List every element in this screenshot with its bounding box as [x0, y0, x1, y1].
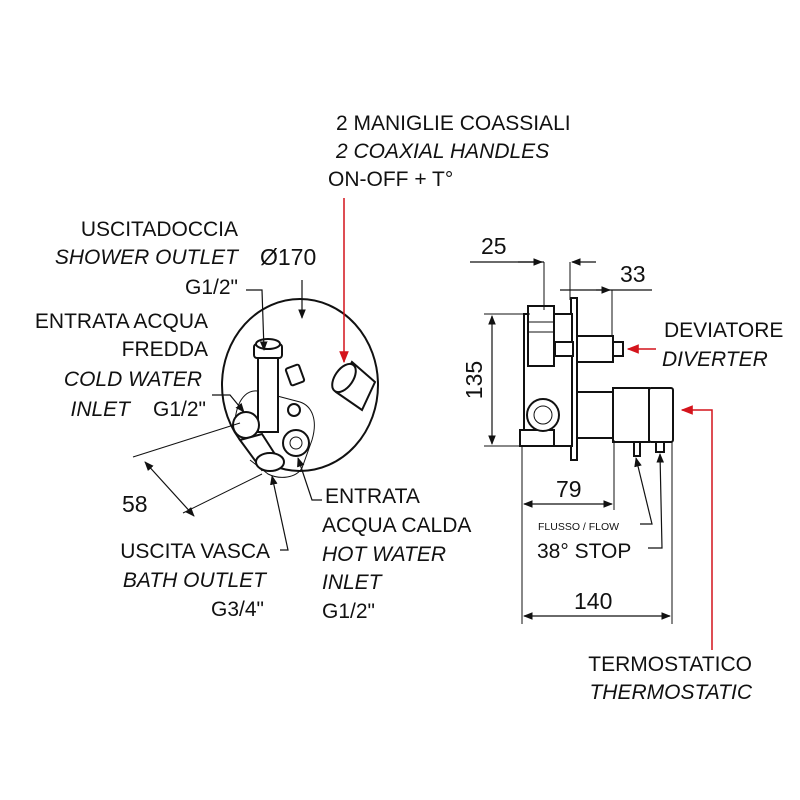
hot-inlet-size: G1/2"	[322, 600, 375, 623]
side-view	[519, 297, 674, 461]
dim-79: 79	[556, 476, 582, 502]
flow-label: FLUSSO / FLOW	[538, 521, 619, 533]
side-view-dimensions	[470, 258, 673, 624]
thermostatic-label-en: THERMOSTATIC	[589, 681, 752, 704]
thermostatic-handle-side	[576, 391, 614, 439]
diverter-stem	[576, 335, 614, 363]
side-outlet	[526, 398, 560, 432]
dim-58: 58	[122, 491, 148, 517]
diverter-label-en: DIVERTER	[662, 348, 768, 371]
stop-label: 38° STOP	[537, 540, 631, 563]
shower-outlet-label-it: USCITADOCCIA	[81, 218, 238, 241]
thermostatic-callout-arrow	[680, 405, 713, 650]
dim-135: 135	[461, 361, 487, 399]
front-view	[221, 298, 379, 478]
front-view-leaders	[132, 280, 322, 551]
cold-inlet-fitting	[232, 411, 260, 439]
shower-outlet-label-en: SHOWER OUTLET	[55, 246, 240, 269]
cold-inlet-label-en-2: INLET	[70, 398, 132, 421]
dim-33: 33	[620, 261, 646, 287]
bath-outlet-size: G3/4"	[211, 598, 264, 621]
handles-label-en: 2 COAXIAL HANDLES	[335, 140, 549, 163]
cold-inlet-label-it-2: FREDDA	[122, 338, 208, 361]
bath-outlet-fitting	[255, 452, 285, 472]
cold-inlet-label-en-1: COLD WATER	[64, 368, 202, 391]
dim-140: 140	[574, 588, 612, 614]
labels: 2 MANIGLIE COASSIALI 2 COAXIAL HANDLES O…	[35, 112, 784, 704]
hot-inlet-fitting	[282, 429, 310, 457]
cold-inlet-size: G1/2"	[153, 398, 206, 421]
valve-body-outline	[234, 390, 315, 478]
dim-25: 25	[481, 233, 507, 259]
cold-inlet-label-it-1: ENTRATA ACQUA	[35, 310, 208, 333]
hot-inlet-label-en-1: HOT WATER	[322, 543, 446, 566]
handles-label-it: 2 MANIGLIE COASSIALI	[336, 112, 571, 135]
hot-inlet-label-it-1: ENTRATA	[325, 485, 420, 508]
handles-label-function: ON-OFF + T°	[328, 168, 453, 191]
shower-outlet-pipe	[257, 351, 279, 433]
thermostatic-label-it: TERMOSTATICO	[588, 653, 752, 676]
diverter-label-it: DEVIATORE	[664, 319, 783, 342]
shower-outlet-size: G1/2"	[185, 276, 238, 299]
bath-outlet-label-en: BATH OUTLET	[123, 569, 268, 592]
hot-inlet-label-it-2: ACQUA CALDA	[322, 514, 471, 537]
bath-outlet-label-it: USCITA VASCA	[120, 540, 270, 563]
diameter-label: Ø170	[260, 244, 316, 270]
hot-inlet-label-en-2: INLET	[322, 571, 384, 594]
